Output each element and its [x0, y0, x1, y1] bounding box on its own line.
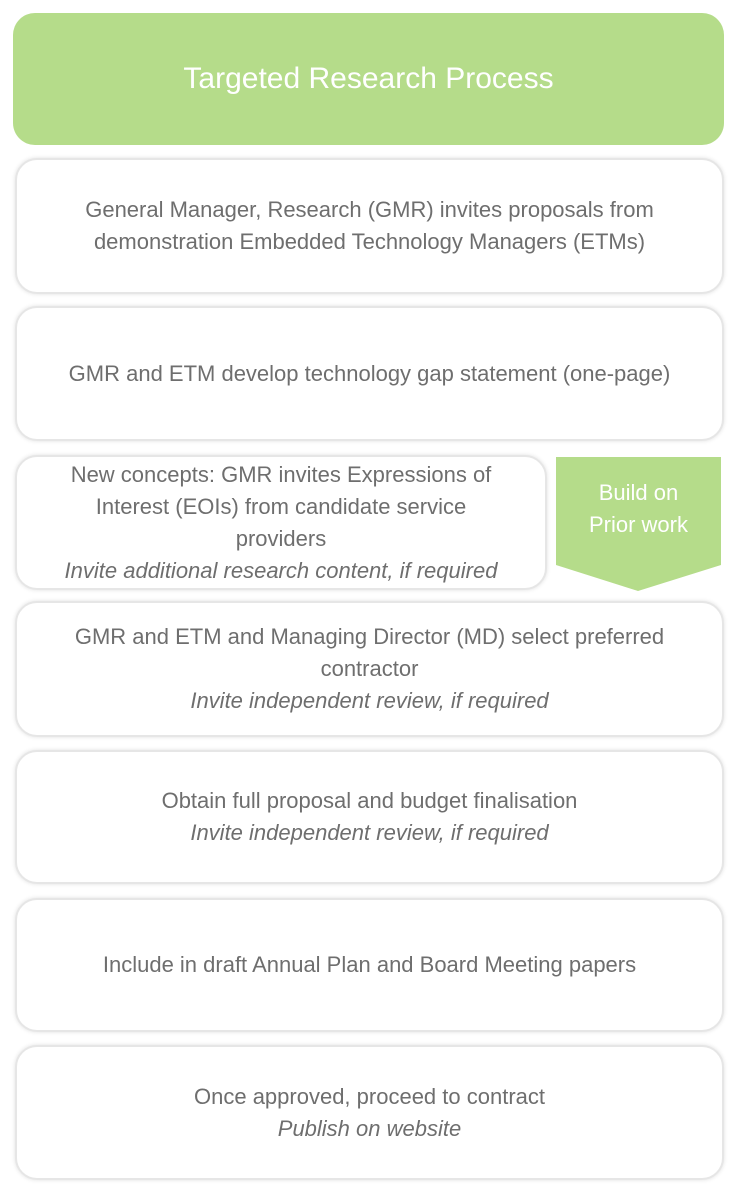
step-1: General Manager, Research (GMR) invites …: [15, 158, 724, 294]
step-3: New concepts: GMR invites Expressions of…: [15, 455, 547, 590]
step-5: Obtain full proposal and budget finalisa…: [15, 750, 724, 884]
step-text: Include in draft Annual Plan and Board M…: [102, 952, 637, 977]
arrow-line-2: Prior work: [588, 512, 688, 537]
step-6: Include in draft Annual Plan and Board M…: [15, 898, 724, 1032]
step-text: GMR and ETM and Managing Director (MD) s…: [74, 624, 665, 681]
step-note: Invite independent review, if required: [190, 688, 549, 713]
step-note: Invite independent review, if required: [190, 820, 549, 845]
arrow-line-1: Build on: [598, 480, 679, 505]
step-text: GMR and ETM develop technology gap state…: [68, 360, 671, 386]
down-arrow-icon: [556, 457, 721, 591]
step-7: Once approved, proceed to contract Publi…: [15, 1045, 724, 1180]
step-text: Obtain full proposal and budget finalisa…: [161, 788, 578, 813]
process-title: Targeted Research Process: [13, 13, 724, 145]
step-2: GMR and ETM develop technology gap state…: [15, 306, 724, 441]
step-text: Once approved, proceed to contract: [194, 1083, 545, 1109]
arrow-label: Build on Prior work: [556, 477, 721, 541]
step-text: New concepts: GMR invites Expressions of…: [70, 461, 492, 551]
step-note: Publish on website: [277, 1115, 462, 1141]
step-4: GMR and ETM and Managing Director (MD) s…: [15, 601, 724, 737]
title-text: Targeted Research Process: [183, 62, 554, 95]
build-on-prior-work-arrow: Build on Prior work: [556, 457, 721, 591]
step-text: General Manager, Research (GMR) invites …: [85, 197, 654, 254]
step-note: Invite additional research content, if r…: [64, 557, 498, 583]
